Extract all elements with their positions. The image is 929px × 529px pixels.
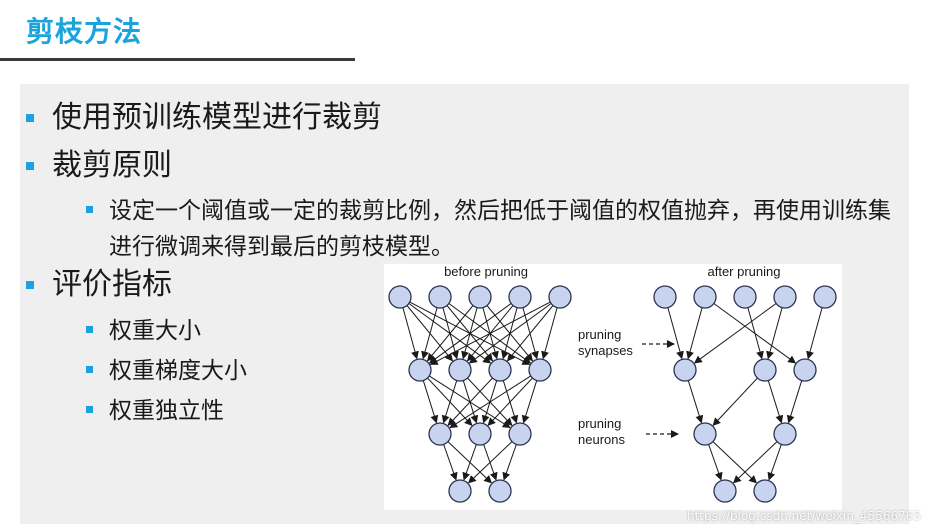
sub-bullet-weight-gradient: 权重梯度大小 — [86, 353, 899, 389]
neuron-before — [428, 422, 452, 446]
annotation-pruning-synapses-line1: pruning — [578, 327, 621, 342]
sub-bullet-marker-icon — [86, 206, 93, 213]
sub-bullet-marker-icon — [86, 366, 93, 373]
watermark: https://blog.csdn.net/weixin_45566765 — [686, 509, 921, 523]
slide-title: 剪枝方法 — [26, 15, 143, 48]
neuron-before — [548, 285, 572, 309]
synapse-after — [708, 444, 723, 481]
bullet-marker-icon — [26, 162, 34, 170]
synapse-before — [449, 375, 532, 429]
neuron-before — [468, 285, 492, 309]
bullet-text: 设定一个阈值或一定的裁剪比例，然后把低于阈值的权值抛弃，再使用训练集进行微调来得… — [109, 198, 891, 260]
bullet-text: 权重梯度大小 — [109, 358, 247, 384]
synapse-after — [687, 380, 704, 424]
neuron-before — [448, 358, 472, 382]
label-before-pruning: before pruning — [444, 264, 528, 279]
neuron-before — [488, 358, 512, 382]
synapse-after — [806, 307, 823, 360]
synapse-before — [428, 303, 512, 364]
synapse-before — [441, 380, 458, 424]
neuron-after — [713, 479, 737, 503]
neuron-after — [693, 285, 717, 309]
sub-bullet-weight-magnitude: 权重大小 — [86, 313, 899, 349]
neuron-before — [508, 285, 532, 309]
sub-bullet-marker-icon — [86, 326, 93, 333]
synapse-before — [468, 303, 552, 364]
sub-bullet-marker-icon — [86, 406, 93, 413]
synapse-before — [502, 444, 517, 481]
neuron-after — [813, 285, 837, 309]
bullet-use-pretrained: 使用预训练模型进行裁剪 — [26, 98, 382, 138]
synapse-after — [713, 303, 797, 364]
bullet-pruning-principle: 裁剪原则 — [26, 146, 172, 186]
synapse-after — [766, 307, 783, 360]
sub-bullet-weight-independence: 权重独立性 — [86, 393, 899, 429]
synapse-after — [712, 377, 758, 426]
label-after-pruning: after pruning — [708, 264, 781, 279]
synapse-before — [467, 441, 513, 484]
bullet-text: 使用预训练模型进行裁剪 — [52, 100, 382, 135]
neuron-before — [508, 422, 532, 446]
neuron-before — [388, 285, 412, 309]
synapse-after — [667, 307, 684, 360]
synapse-before — [421, 307, 438, 360]
annotation-pruning-neurons-line1: pruning — [578, 416, 621, 431]
synapse-after — [686, 307, 703, 360]
bullet-evaluation-metrics: 评价指标 — [26, 265, 172, 305]
synapse-before — [447, 377, 493, 426]
synapse-after — [786, 380, 803, 424]
bullet-text: 评价指标 — [52, 267, 172, 302]
neuron-after — [673, 358, 697, 382]
sub-bullet-threshold: 设定一个阈值或一定的裁剪比例，然后把低于阈值的权值抛弃，再使用训练集进行微调来得… — [86, 193, 899, 265]
synapse-before — [506, 305, 554, 362]
synapse-before — [487, 377, 533, 426]
synapse-before — [443, 444, 458, 481]
neuron-after — [693, 422, 717, 446]
bullet-text: 裁剪原则 — [52, 148, 172, 183]
neuron-after — [733, 285, 757, 309]
neuron-before — [408, 358, 432, 382]
pruning-diagram: before pruning after pruning pruning syn… — [384, 264, 842, 510]
neuron-after — [773, 422, 797, 446]
bullet-text: 权重独立性 — [109, 398, 224, 424]
neuron-after — [793, 358, 817, 382]
neuron-after — [753, 358, 777, 382]
synapse-before — [429, 301, 551, 365]
neuron-before — [528, 358, 552, 382]
annotation-pruning-synapses-line2: synapses — [578, 343, 633, 358]
synapse-after — [767, 444, 782, 481]
neuron-before — [488, 479, 512, 503]
synapse-after — [732, 441, 778, 484]
synapse-before — [426, 305, 474, 362]
synapse-before — [402, 307, 419, 360]
annotation-pruning-neurons-line2: neurons — [578, 432, 625, 447]
bullet-text: 权重大小 — [109, 318, 201, 344]
synapse-after — [693, 303, 777, 364]
neuron-after — [653, 285, 677, 309]
synapse-before — [462, 444, 477, 481]
bullet-marker-icon — [26, 281, 34, 289]
neuron-before — [468, 422, 492, 446]
title-underline — [0, 58, 355, 61]
neuron-before — [428, 285, 452, 309]
neuron-after — [753, 479, 777, 503]
synapse-before — [541, 307, 558, 360]
synapse-after — [767, 380, 784, 424]
synapse-after — [712, 441, 758, 484]
bullet-marker-icon — [26, 114, 34, 122]
neuron-after — [773, 285, 797, 309]
synapse-before — [422, 380, 439, 424]
neuron-before — [448, 479, 472, 503]
synapse-before — [521, 380, 538, 424]
pruning-diagram-svg: before pruning after pruning pruning syn… — [388, 264, 837, 503]
